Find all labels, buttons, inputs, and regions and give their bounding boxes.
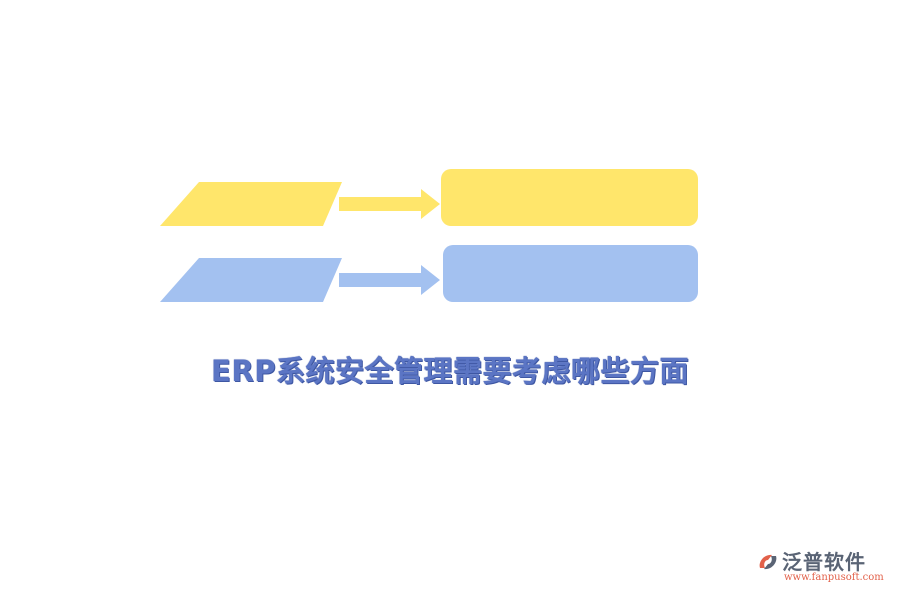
arrow-1	[339, 189, 440, 219]
fanpu-logo-icon	[759, 554, 777, 570]
parallelogram-2	[160, 258, 342, 302]
logo-url: www.fanpusoft.com	[784, 572, 884, 583]
content-box-2	[443, 245, 698, 302]
brand-logo: 泛普软件 www.fanpusoft.com	[756, 546, 886, 586]
page-title: ERP系统安全管理需要考虑哪些方面	[211, 354, 689, 388]
arrow-2	[339, 265, 440, 295]
parallelogram-1	[160, 182, 342, 226]
content-box-1	[441, 169, 698, 226]
logo-name: 泛普软件	[782, 550, 866, 574]
